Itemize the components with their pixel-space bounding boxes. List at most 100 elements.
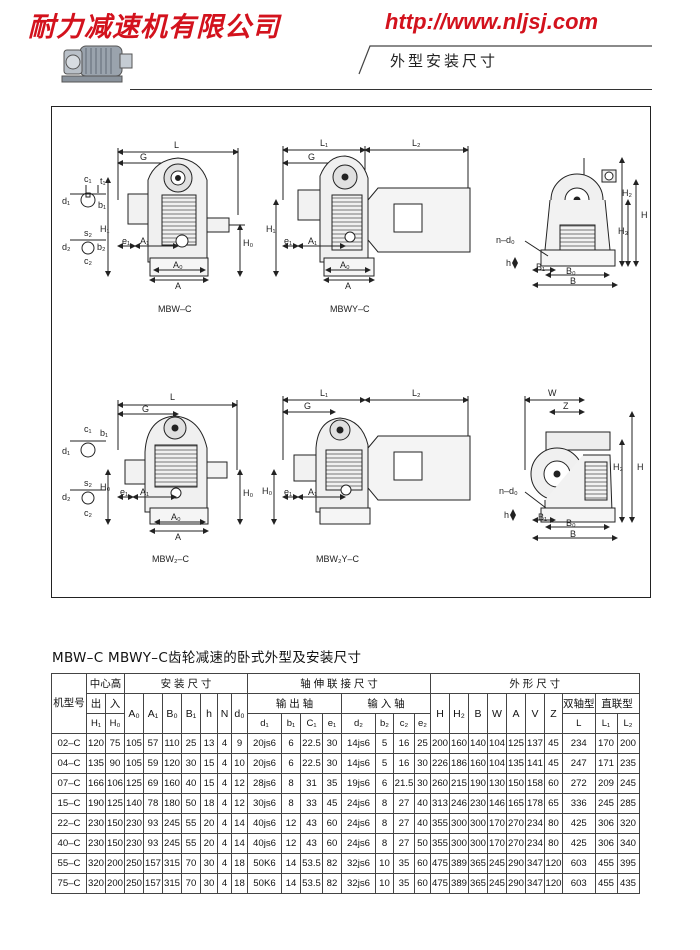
table-cell: 60 xyxy=(414,853,431,874)
table-cell: 60 xyxy=(544,773,563,794)
table-cell: 455 xyxy=(594,853,618,874)
dim-e1: e₁ xyxy=(120,487,128,497)
table-cell: 135 xyxy=(506,753,526,774)
table-cell: 137 xyxy=(525,733,545,754)
table-cell: 10 xyxy=(375,873,394,894)
dim-L1: L₁ xyxy=(320,138,328,148)
table-cell: 475 xyxy=(430,853,450,874)
table-cell: 160 xyxy=(162,773,182,794)
dim-G: G xyxy=(308,152,315,162)
table-cell: 186 xyxy=(449,753,469,774)
header-d0: d₀ xyxy=(231,693,248,734)
dim-d2: d₂ xyxy=(62,492,71,502)
table-cell: 6 xyxy=(281,753,301,774)
table-cell: 45 xyxy=(322,793,342,814)
table-cell: 14 xyxy=(281,873,301,894)
header-shaft: 轴 伸 联 接 尺 寸 xyxy=(247,673,431,694)
table-cell: 27 xyxy=(393,813,415,834)
table-cell: 140 xyxy=(124,793,144,814)
table-cell: 20 xyxy=(200,813,218,834)
table-cell: 200 xyxy=(616,733,640,754)
table-cell: 5 xyxy=(375,753,394,774)
table-cell: 247 xyxy=(562,753,596,774)
dim-H2: H₂ xyxy=(622,188,632,198)
section-title: 外型安装尺寸 xyxy=(390,52,499,70)
dim-Z: Z xyxy=(563,401,569,411)
table-cell: 245 xyxy=(594,793,618,814)
table-cell: 12 xyxy=(231,773,248,794)
dim-b2: b₂ xyxy=(97,242,106,252)
table-cell: 365 xyxy=(468,873,488,894)
table-cell: 4 xyxy=(217,833,232,854)
table-cell: 65 xyxy=(544,793,563,814)
table-cell: 230 xyxy=(124,813,144,834)
table-cell: 135 xyxy=(86,753,106,774)
table-cell: 13 xyxy=(200,733,218,754)
table-cell: 12 xyxy=(281,833,301,854)
table-cell: 125 xyxy=(105,793,125,814)
company-name: 耐力减速机有限公司 xyxy=(28,12,280,43)
company-url[interactable]: http://www.nljsj.com xyxy=(385,9,599,34)
table-cell: 19js6 xyxy=(341,773,376,794)
table-cell: 93 xyxy=(143,833,163,854)
table-cell: 215 xyxy=(449,773,469,794)
dim-H: H xyxy=(641,210,648,220)
table-cell-model: 04–C xyxy=(51,753,87,774)
table-cell: 300 xyxy=(449,813,469,834)
dim-G: G xyxy=(142,404,149,414)
table-cell: 25 xyxy=(181,733,201,754)
table-cell: 157 xyxy=(143,873,163,894)
table-cell: 10 xyxy=(375,853,394,874)
table-cell: 40 xyxy=(181,773,201,794)
table-cell: 18 xyxy=(231,873,248,894)
table-cell: 20js6 xyxy=(247,733,282,754)
table-cell: 57 xyxy=(143,733,163,754)
table-cell: 285 xyxy=(616,793,640,814)
table-cell: 31 xyxy=(300,773,323,794)
header-W: W xyxy=(487,693,507,734)
header-B1: B₁ xyxy=(181,693,201,734)
table-cell: 347 xyxy=(525,853,545,874)
dim-nd0: n–d₀ xyxy=(496,235,515,245)
table-cell: 110 xyxy=(162,733,182,754)
dim-H3: H₃ xyxy=(618,226,628,236)
caption-mbw2-c: MBW₂–C xyxy=(152,554,189,564)
table-cell: 24js6 xyxy=(341,833,376,854)
header-dual-shaft: 双轴型 xyxy=(562,693,596,714)
table-cell: 14js6 xyxy=(341,733,376,754)
header-L: L xyxy=(562,713,596,734)
dim-A1: A₁ xyxy=(140,236,149,246)
table-cell: 14 xyxy=(281,853,301,874)
dim-d2: d₂ xyxy=(62,242,71,252)
dim-c1: c₁ xyxy=(84,174,92,184)
table-cell: 234 xyxy=(525,813,545,834)
table-cell: 300 xyxy=(449,833,469,854)
header-h: h xyxy=(200,693,218,734)
table-cell: 158 xyxy=(525,773,545,794)
table-cell: 250 xyxy=(124,853,144,874)
dim-t1: t₁ xyxy=(100,176,106,186)
table-cell: 105 xyxy=(124,753,144,774)
table-cell: 347 xyxy=(525,873,545,894)
table-cell: 200 xyxy=(430,733,450,754)
dim-B0: B₀ xyxy=(566,518,576,528)
dim-A1: A₁ xyxy=(308,236,317,246)
table-cell: 178 xyxy=(525,793,545,814)
table-cell: 9 xyxy=(231,733,248,754)
table-cell: 104 xyxy=(487,753,507,774)
table-header-row-2: 出 入 A₀ A₁ B₀ B₁ h N d₀ 输 出 轴 输 入 轴 H H₂ … xyxy=(52,693,640,734)
table-cell: 35 xyxy=(322,773,342,794)
table-cell: 69 xyxy=(143,773,163,794)
table-cell: 82 xyxy=(322,853,342,874)
table-cell: 43 xyxy=(300,813,323,834)
table-cell: 93 xyxy=(143,813,163,834)
table-cell: 30 xyxy=(414,753,431,774)
table-cell: 320 xyxy=(86,853,106,874)
table-cell: 50K6 xyxy=(247,873,282,894)
table-cell: 50 xyxy=(414,833,431,854)
table-cell: 245 xyxy=(616,773,640,794)
table-cell: 120 xyxy=(544,853,563,874)
